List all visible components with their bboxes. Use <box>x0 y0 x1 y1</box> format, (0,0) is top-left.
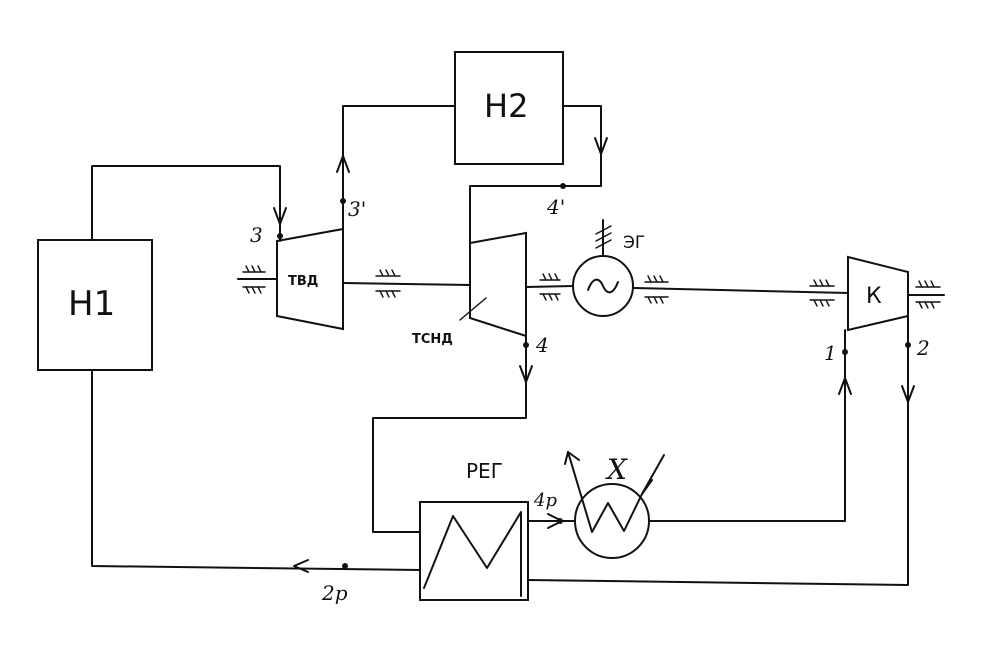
sine-icon <box>587 278 619 294</box>
shaft-gen-k <box>632 287 849 294</box>
point-3prime-label: 3' <box>348 197 366 221</box>
point-4r-label: 4р <box>533 490 557 511</box>
pipe-tvd-to-h2 <box>342 105 456 230</box>
cooler-outlet <box>641 454 665 495</box>
shaft-tsnd-gen <box>525 285 574 288</box>
bearing-marks <box>242 265 941 309</box>
heater-h1-label: Н1 <box>68 284 115 324</box>
cooler-arrow <box>564 451 580 465</box>
heater-h2-box <box>454 51 564 165</box>
shaft-tvd-tsnd <box>342 282 471 286</box>
turbine-tsnd-label: ТСНД <box>412 332 453 347</box>
turbine-tvd <box>276 227 344 331</box>
regenerator-label: РЕГ <box>466 459 503 483</box>
pipe-h1-to-tvd <box>91 165 281 242</box>
point-2-label: 2 <box>916 336 930 360</box>
pipe-tsnd-to-reg <box>372 335 527 533</box>
point-4-label: 4 <box>535 333 549 357</box>
tsnd-leader <box>459 297 487 321</box>
point-3-label: 3 <box>250 223 263 247</box>
turbine-tsnd <box>469 231 527 338</box>
regenerator-box <box>419 501 529 601</box>
cooler <box>574 483 650 559</box>
cooler-label: Х <box>605 453 628 486</box>
pipe-h2-to-tsnd <box>469 105 602 244</box>
pipe-cooler-to-k <box>648 329 846 522</box>
turbine-tvd-label: ТВД <box>288 274 318 289</box>
point-1-label: 1 <box>824 341 837 365</box>
heater-h1-box <box>37 239 153 371</box>
pipe-reg-to-h1 <box>91 369 421 571</box>
pipe-k-to-reg <box>527 315 909 586</box>
state-dots <box>277 183 911 569</box>
point-2r-label: 2р <box>321 581 348 605</box>
regenerator-zigzag <box>423 511 522 597</box>
heater-h2-label: Н2 <box>484 87 528 125</box>
point-4prime-label: 4' <box>546 195 565 219</box>
flow-arrows <box>273 137 915 573</box>
compressor-k-label: К <box>866 284 882 309</box>
generator-label: ЭГ <box>623 233 645 253</box>
